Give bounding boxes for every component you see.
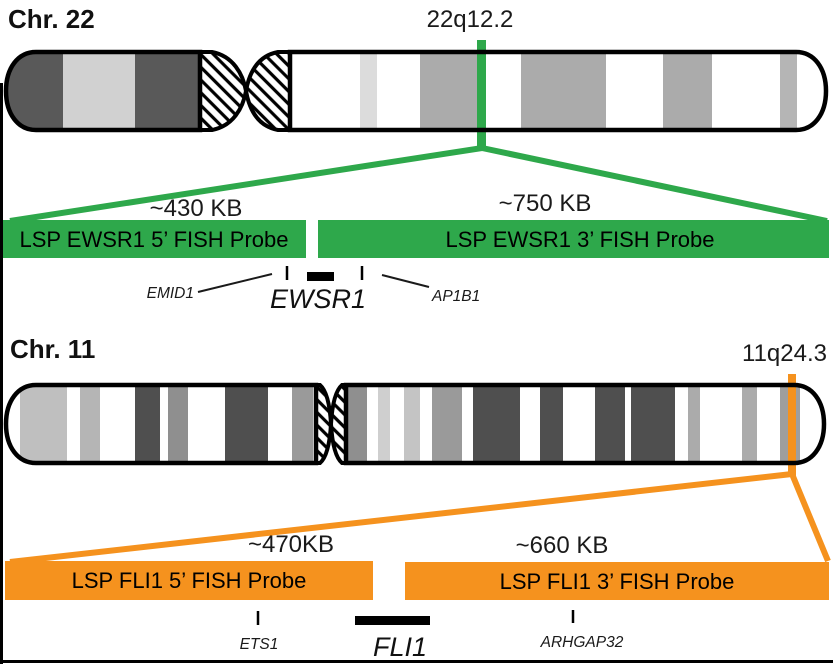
fli1-5prime-size-label: ~470KB (248, 531, 334, 558)
chromosome-band (404, 385, 420, 463)
chr22-locus-label: 22q12.2 (427, 6, 514, 33)
chromosome-band (742, 385, 757, 463)
ewsr1-5prime-probe-box (3, 220, 306, 258)
chr22-centromere-right (243, 50, 292, 132)
chr22-q-arm-outline (287, 49, 829, 133)
chromosome-band (6, 52, 63, 130)
fli1-3prime-probe-label: LSP FLI1 3’ FISH Probe (500, 569, 735, 594)
chromosome-band (473, 385, 520, 463)
chr22-band-group (6, 52, 797, 130)
chromosome-band (378, 385, 390, 463)
chr22-p-arm-outline (3, 49, 203, 133)
chromosome-band (595, 385, 625, 463)
chr11-ideogram (3, 374, 827, 476)
arhgap32-gene-label: ARHGAP32 (540, 634, 624, 651)
chromosome-band (540, 385, 563, 463)
chromosome-band (780, 52, 797, 130)
fli1-gene-marker (355, 616, 430, 625)
ewsr1-gene-marker (307, 272, 334, 281)
emid1-connector-line (197, 273, 273, 293)
ewsr1-5prime-size-label: ~430 KB (150, 195, 243, 222)
chromosome-band (663, 52, 712, 130)
ets1-gene-label: ETS1 (240, 636, 279, 653)
chromosome-band (432, 385, 462, 463)
chr11-zoom-funnel (9, 470, 831, 565)
chromosome-band (135, 385, 160, 463)
fli1-gene-label: FLI1 (373, 632, 427, 662)
ewsr1-3prime-probe-label: LSP EWSR1 3’ FISH Probe (446, 227, 715, 252)
chromosome-band (63, 52, 135, 130)
emid1-gene-label: EMID1 (147, 285, 194, 302)
chromosome-band (168, 385, 188, 463)
ewsr1-3prime-probe-box (318, 220, 829, 258)
chromosome-band (346, 385, 367, 463)
chr22-zoom-funnel (9, 144, 828, 224)
chromosome-band (420, 52, 478, 130)
chr22-title: Chr. 22 (8, 4, 95, 34)
chr22-ideogram (3, 40, 829, 150)
ewsr1-gene-label: EWSR1 (270, 284, 366, 314)
chr11-centromere-right (328, 383, 348, 465)
fli1-5prime-probe-label: LSP FLI1 5’ FISH Probe (72, 568, 307, 593)
ap1b1-gene-label: AP1B1 (431, 288, 480, 305)
fli1-3prime-probe-box (405, 562, 829, 600)
chr22-centromere-left (198, 50, 249, 132)
chr11-p-arm-outline (3, 382, 319, 466)
chromosome-band (521, 52, 606, 130)
ewsr1-5prime-probe-label: LSP EWSR1 5’ FISH Probe (20, 227, 289, 252)
chromosome-band (360, 52, 377, 130)
fli1-5prime-probe-box (5, 561, 373, 600)
ewsr1-3prime-size-label: ~750 KB (499, 190, 592, 217)
chr11-q-arm-outline (343, 382, 827, 466)
chromosome-band (688, 385, 700, 463)
ap1b1-connector-line (381, 274, 430, 288)
chromosome-band (135, 52, 200, 130)
chromosome-band (225, 385, 268, 463)
fli1-3prime-size-label: ~660 KB (516, 532, 609, 559)
chromosome-band (20, 385, 67, 463)
chr11-band-group (20, 385, 800, 463)
chromosome-band (631, 385, 675, 463)
chromosome-band (292, 385, 313, 463)
chromosome-band (80, 385, 100, 463)
chr11-title: Chr. 11 (10, 334, 95, 364)
chr11-q-arm (346, 385, 824, 463)
chr11-locus-label: 11q24.3 (742, 340, 827, 367)
